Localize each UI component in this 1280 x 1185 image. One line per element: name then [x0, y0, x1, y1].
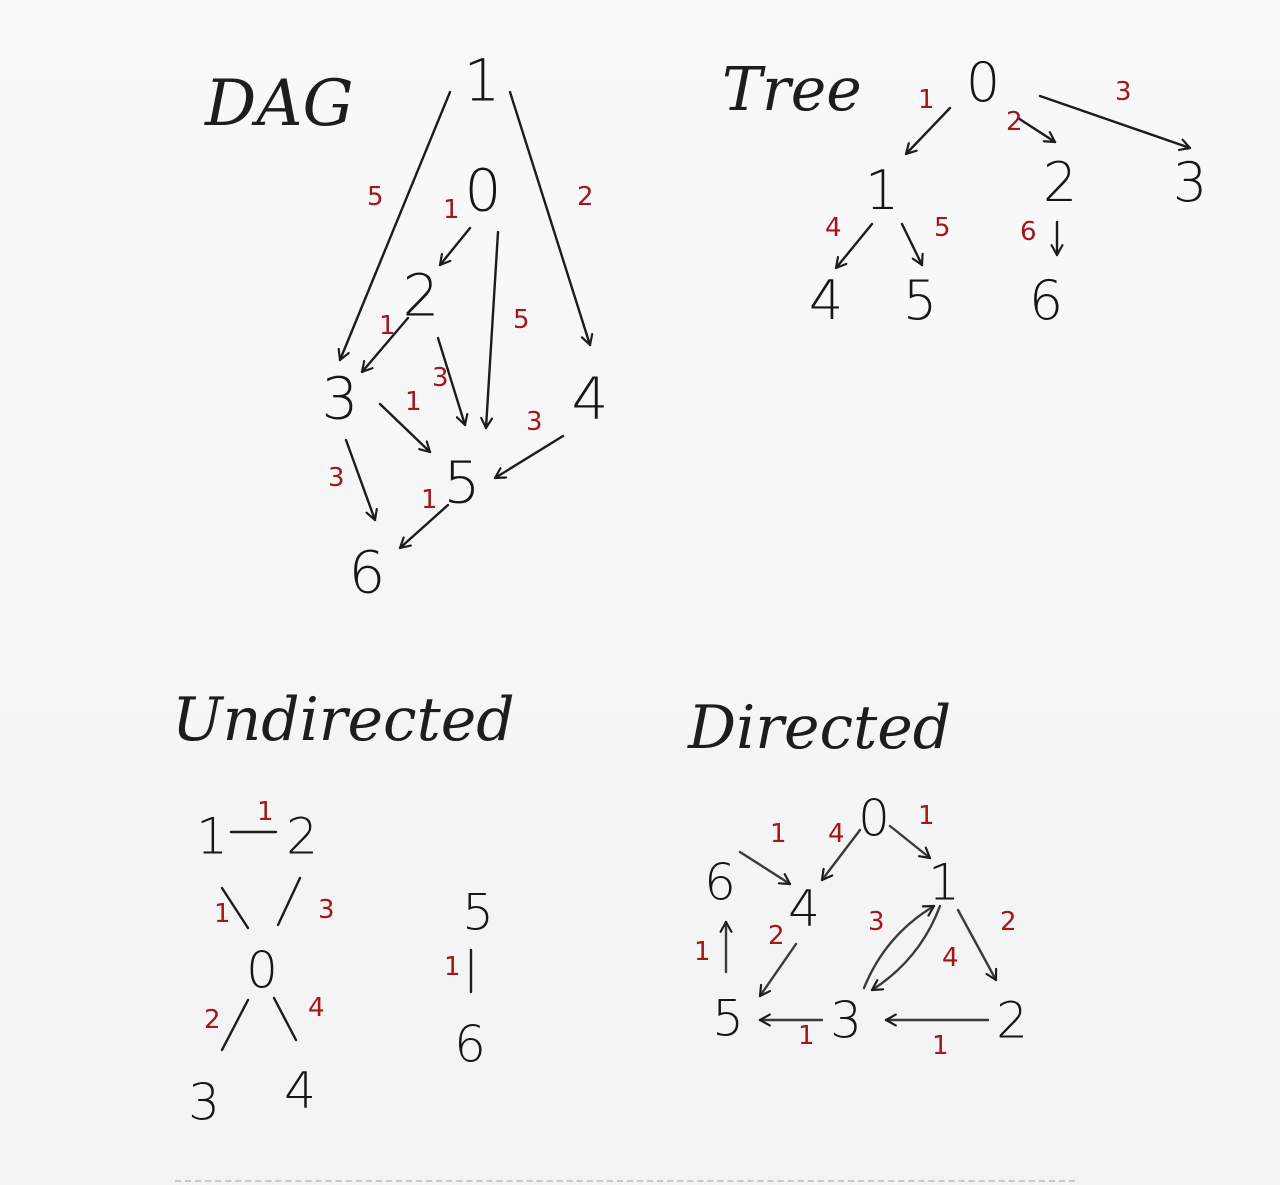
tree-node-3: 3 [1173, 151, 1207, 214]
undirected-node-4: 4 [284, 1062, 316, 1120]
dag-node-1: 1 [464, 46, 501, 114]
undirected-edge-0-3 [220, 998, 250, 1052]
dag-node-2: 2 [403, 261, 440, 329]
tree-edge-weight-1-4: 4 [825, 213, 842, 243]
tree-title: Tree [722, 55, 862, 125]
tree-edge-weight-0-3: 3 [1115, 77, 1132, 107]
directed-node-4: 4 [788, 880, 820, 938]
dag-edge-weight-4-5: 3 [526, 407, 543, 437]
directed-edge-6-4 [738, 850, 792, 886]
directed-edge-0-1 [888, 824, 932, 860]
dag-edge-weight-0-5: 5 [513, 305, 530, 335]
directed-edge-weight-1-2: 2 [1000, 907, 1017, 937]
directed-node-1: 1 [928, 854, 960, 912]
dag-edge-weight-2-5: 3 [432, 363, 449, 393]
undirected-node-5: 5 [462, 884, 494, 942]
dag-edge-4-5 [493, 434, 565, 480]
tree-node-0: 0 [966, 51, 1000, 114]
tree-edge-0-3 [1038, 94, 1192, 152]
directed-edge-weight-4-5: 2 [768, 921, 785, 951]
undirected-edge-weight-2-0: 3 [318, 895, 335, 925]
directed-edge-weight-6-4: 1 [770, 819, 787, 849]
directed-edge-weight-0-1: 1 [918, 801, 935, 831]
directed-edge-weight-2-3: 1 [932, 1031, 949, 1061]
tree-edge-1-4 [834, 222, 874, 270]
dag-node-0: 0 [465, 156, 502, 224]
directed-edge-0-4 [820, 828, 862, 882]
directed-edge-1-3 [870, 904, 942, 992]
undirected-edge-1-0 [220, 886, 250, 930]
tree-edge-weight-0-2: 2 [1006, 107, 1023, 137]
directed-edge-weight-5-6: 1 [694, 937, 711, 967]
undirected-edge-weight-0-3: 2 [204, 1005, 221, 1035]
dag-node-6: 6 [349, 538, 386, 606]
directed-node-5: 5 [712, 990, 744, 1048]
dag-edge-weight-3-6: 3 [328, 463, 345, 493]
dag-edge-5-6 [398, 503, 450, 550]
tree-node-4: 4 [809, 269, 843, 332]
tree-edge-weight-2-6: 6 [1020, 217, 1037, 247]
undirected-node-3: 3 [188, 1074, 220, 1132]
tree-node-6: 6 [1029, 269, 1063, 332]
undirected-node-2: 2 [286, 808, 318, 866]
undirected-node-1: 1 [196, 808, 228, 866]
undirected-edge-weight-5-6: 1 [444, 952, 461, 982]
directed-edge-1-2 [956, 908, 998, 982]
directed-node-0: 0 [858, 790, 890, 848]
dag-edge-weight-5-6: 1 [421, 485, 438, 515]
tree-node-2: 2 [1043, 151, 1077, 214]
tree-node-1: 1 [865, 159, 899, 222]
directed-edge-weight-0-4: 4 [828, 819, 845, 849]
page-bottom-rule [175, 1180, 1075, 1182]
directed-node-3: 3 [830, 992, 862, 1050]
directed-title: Directed [687, 693, 951, 763]
dag-edge-1-4 [508, 90, 594, 347]
directed-edge-4-5 [758, 942, 798, 998]
dag-edge-2-3 [360, 316, 410, 374]
dag-edge-0-2 [438, 226, 472, 267]
undirected-edge-0-4 [272, 996, 298, 1042]
dag-edge-weight-0-2: 1 [443, 195, 460, 225]
tree-edge-1-5 [900, 222, 924, 267]
directed-edge-weight-3-5: 1 [798, 1021, 815, 1051]
directed-node-2: 2 [996, 992, 1028, 1050]
undirected-node-6: 6 [454, 1016, 486, 1074]
undirected-edge-weight-1-2: 1 [257, 797, 274, 827]
dag-node-3: 3 [322, 364, 359, 432]
dag-edge-weight-2-3: 1 [379, 311, 396, 341]
directed-edge-weight-1-3: 4 [942, 943, 959, 973]
tree-edge-0-2 [1016, 116, 1057, 144]
tree-node-5: 5 [903, 269, 937, 332]
undirected-edge-2-0 [276, 876, 302, 927]
undirected-edge-weight-1-0: 1 [214, 899, 231, 929]
tree-edge-weight-0-1: 1 [918, 85, 935, 115]
dag-edge-3-5 [378, 402, 432, 454]
undirected-title: Undirected [172, 685, 515, 755]
dag-edge-3-6 [344, 438, 378, 522]
dag-node-4: 4 [572, 364, 609, 432]
dag-node-5: 5 [444, 448, 481, 516]
undirected-node-0: 0 [246, 942, 278, 1000]
dag-edge-0-5 [480, 230, 500, 430]
directed-edge-weight-3-1: 3 [868, 907, 885, 937]
dag-edge-weight-3-5: 1 [405, 387, 422, 417]
directed-edge-3-1 [862, 904, 936, 990]
dag-edge-weight-1-3: 5 [367, 182, 384, 212]
tree-edge-weight-1-5: 5 [934, 213, 951, 243]
dag-edge-1-3 [337, 90, 452, 362]
directed-node-6: 6 [704, 854, 736, 912]
edges-layer [220, 90, 1192, 1052]
dag-title: DAG [204, 67, 354, 141]
dag-edge-2-5 [436, 336, 469, 427]
tree-edge-0-1 [904, 106, 952, 156]
dag-edge-weight-1-4: 2 [577, 182, 594, 212]
undirected-edge-weight-0-4: 4 [308, 993, 325, 1023]
